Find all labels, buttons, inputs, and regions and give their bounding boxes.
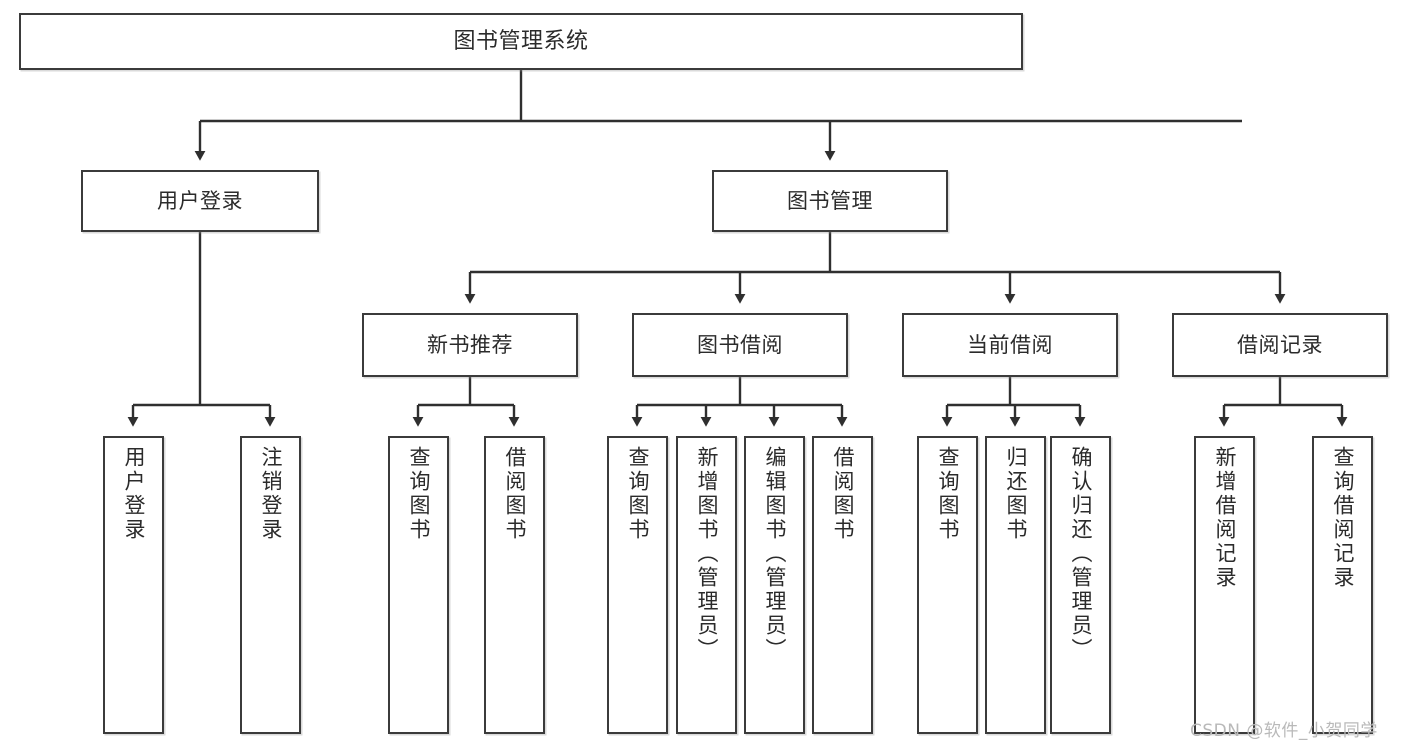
node-label: 借阅图书 [831, 446, 855, 542]
node-label: 借阅记录 [1237, 332, 1323, 357]
node-leaf-query-book-rec[interactable]: 查询图书 [388, 436, 449, 734]
node-leaf-user-logout[interactable]: 注销登录 [240, 436, 301, 734]
node-current-borrow[interactable]: 当前借阅 [902, 313, 1118, 377]
node-label: 图书管理 [787, 188, 873, 213]
node-book-manage[interactable]: 图书管理 [712, 170, 948, 232]
node-leaf-return-book[interactable]: 归还图书 [985, 436, 1046, 734]
node-borrow-record[interactable]: 借阅记录 [1172, 313, 1388, 377]
node-label: 查询图书 [626, 446, 650, 542]
node-new-book-rec[interactable]: 新书推荐 [362, 313, 578, 377]
node-label: 用户登录 [122, 446, 146, 542]
csdn-watermark: CSDN @软件_小贺同学 [1190, 721, 1378, 741]
node-label: 注销登录 [259, 446, 283, 542]
node-leaf-query-record[interactable]: 查询借阅记录 [1312, 436, 1373, 734]
node-label: 查询图书 [936, 446, 960, 542]
node-label: 当前借阅 [967, 332, 1053, 357]
node-label: 新增借阅记录 [1213, 446, 1237, 590]
node-label: 归还图书 [1004, 446, 1028, 542]
node-leaf-borrow-book-rec[interactable]: 借阅图书 [484, 436, 545, 734]
node-book-borrow[interactable]: 图书借阅 [632, 313, 848, 377]
node-label: 查询借阅记录 [1331, 446, 1355, 590]
node-label: 图书管理系统 [453, 28, 589, 54]
node-leaf-borrow-book-bw[interactable]: 借阅图书 [812, 436, 873, 734]
node-label: 借阅图书 [503, 446, 527, 542]
node-label: 确认归还（管理员） [1069, 446, 1093, 662]
node-label: 新增图书（管理员） [695, 446, 719, 662]
node-leaf-add-record[interactable]: 新增借阅记录 [1194, 436, 1255, 734]
node-leaf-add-book[interactable]: 新增图书（管理员） [676, 436, 737, 734]
node-root-system[interactable]: 图书管理系统 [19, 13, 1023, 70]
node-label: 新书推荐 [427, 332, 513, 357]
node-leaf-query-book-bw[interactable]: 查询图书 [607, 436, 668, 734]
node-label: 图书借阅 [697, 332, 783, 357]
node-leaf-user-login[interactable]: 用户登录 [103, 436, 164, 734]
node-leaf-confirm-return[interactable]: 确认归还（管理员） [1050, 436, 1111, 734]
node-leaf-query-book-cur[interactable]: 查询图书 [917, 436, 978, 734]
node-user-login[interactable]: 用户登录 [81, 170, 319, 232]
node-leaf-edit-book[interactable]: 编辑图书（管理员） [744, 436, 805, 734]
node-label: 编辑图书（管理员） [763, 446, 787, 662]
node-label: 用户登录 [157, 188, 243, 213]
node-label: 查询图书 [407, 446, 431, 542]
